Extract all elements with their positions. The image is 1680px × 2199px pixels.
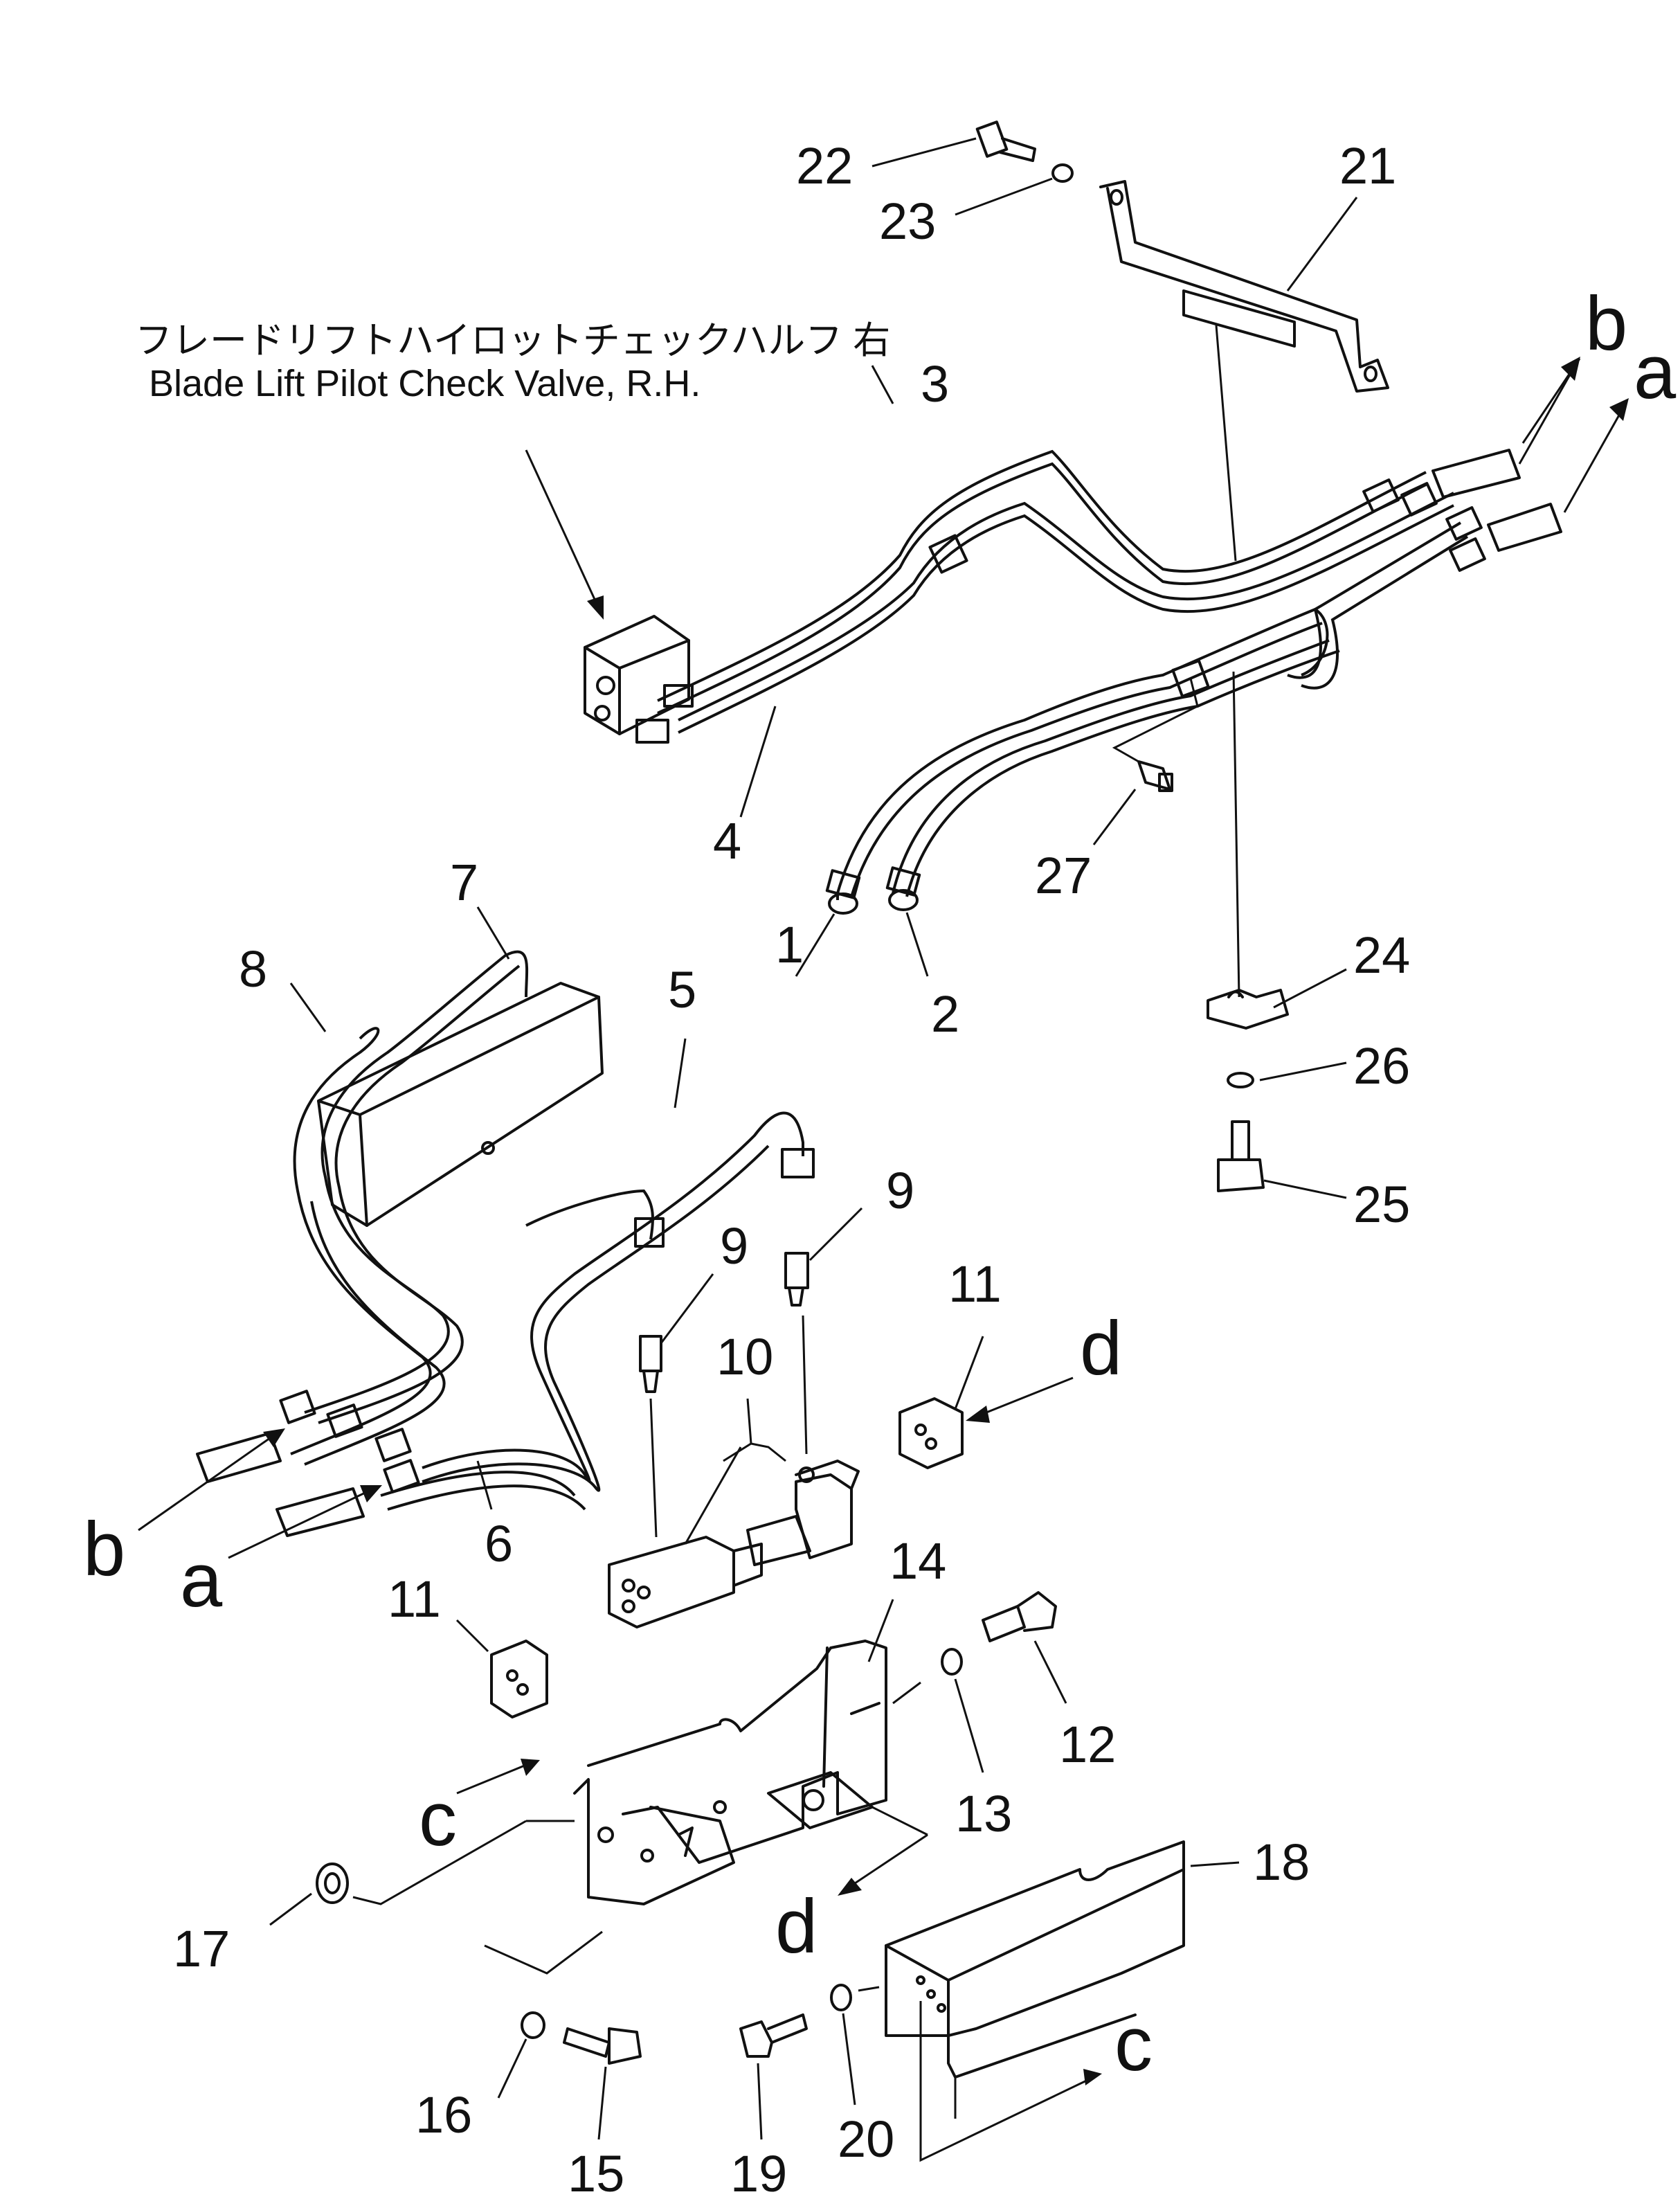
label-part-27: 27 (1035, 847, 1092, 904)
label-part-18: 18 (1253, 1833, 1310, 1891)
clamp-24 (1207, 989, 1289, 1030)
fitting-2 (885, 866, 921, 911)
arrow-a-left (228, 1485, 382, 1559)
fittings-top-right (1362, 478, 1486, 572)
label-conn-b-top: b (1585, 281, 1627, 366)
arrow-d-bottom (838, 1878, 862, 1896)
washer-16 (521, 2011, 545, 2039)
arrow-c-bottom (1083, 2069, 1102, 2085)
label-conn-d-bottom: d (775, 1884, 818, 1969)
label-part-9-right: 9 (886, 1162, 914, 1219)
label-part-6: 6 (485, 1515, 513, 1572)
bracket-14 (573, 1640, 887, 1905)
label-part-7: 7 (450, 854, 478, 911)
washer-13 (941, 1648, 963, 1676)
label-part-11-left: 11 (388, 1570, 441, 1628)
label-part-12: 12 (1059, 1716, 1116, 1773)
callout-japanese: フレードリフトハイロットチェックハルフ 右 (135, 320, 890, 361)
label-part-3: 3 (921, 355, 949, 413)
callout-english: Blade Lift Pilot Check Valve, R.H. (149, 363, 701, 404)
label-part-5: 5 (668, 961, 696, 1018)
label-part-8: 8 (239, 940, 267, 998)
fitting-27 (1137, 760, 1173, 792)
arrow-d-right (966, 1406, 990, 1423)
bolt-15 (563, 2027, 642, 2065)
pipe-3 (657, 449, 1454, 734)
label-part-20: 20 (838, 2110, 894, 2168)
valve-block-10 (608, 1460, 860, 1628)
callout-leader (525, 449, 598, 604)
label-part-23: 23 (879, 192, 936, 250)
washer-20 (830, 1984, 852, 2011)
callout-arrowhead (587, 595, 604, 620)
label-part-19: 19 (730, 2145, 787, 2199)
label-conn-b-left: b (83, 1507, 125, 1592)
label-conn-d-right: d (1080, 1306, 1122, 1391)
label-part-15: 15 (568, 2145, 624, 2199)
bracket-21 (1099, 180, 1389, 393)
fittings-left (279, 1390, 420, 1493)
block-18 (885, 1840, 1185, 2079)
label-part-14: 14 (889, 1532, 946, 1590)
label-part-26: 25 (1353, 1176, 1410, 1233)
label-part-2: 2 (931, 985, 959, 1043)
arrow-b-top (1431, 357, 1581, 499)
block-7 (317, 982, 604, 1227)
label-part-1: 1 (775, 916, 804, 973)
label-part-22: 22 (796, 137, 853, 195)
arrow-b-left (138, 1428, 285, 1532)
label-conn-a-left: a (180, 1538, 223, 1623)
pipe-4 (836, 521, 1469, 897)
label-part-13: 13 (955, 1785, 1012, 1842)
bolt-19 (739, 2013, 808, 2058)
arrow-c-left (521, 1759, 540, 1776)
label-part-25: 26 (1353, 1037, 1410, 1095)
fitting-9-left (634, 1217, 665, 1393)
pad-11-right (898, 1397, 964, 1469)
arrow-a-top (1487, 398, 1629, 552)
label-conn-c-left: c (419, 1777, 457, 1862)
label-part-11-right: 11 (948, 1255, 1002, 1313)
bolt-12 (982, 1591, 1057, 1642)
label-conn-a-top: a (1634, 330, 1677, 415)
label-part-4: 4 (713, 812, 741, 870)
pad-11-left (490, 1640, 548, 1718)
spacer-17 (316, 1863, 349, 1904)
label-conn-c-bottom: c (1114, 2002, 1153, 2087)
label-part-10: 10 (716, 1328, 773, 1385)
label-part-24: 24 (1353, 926, 1410, 984)
label-part-16: 16 (415, 2086, 472, 2144)
label-part-9-left: 9 (720, 1217, 748, 1275)
fitting-9-right (781, 1148, 815, 1307)
bolt-25 (1217, 1120, 1265, 1192)
fitting-1 (825, 869, 861, 915)
bolt-22 (975, 120, 1036, 162)
pipe-7-8 (290, 950, 529, 1466)
label-part-17: 17 (173, 1920, 230, 1977)
check-valve-rh (584, 615, 694, 744)
label-part-21: 21 (1339, 137, 1396, 195)
washer-26 (1227, 1072, 1254, 1088)
washer-23 (1051, 163, 1074, 183)
